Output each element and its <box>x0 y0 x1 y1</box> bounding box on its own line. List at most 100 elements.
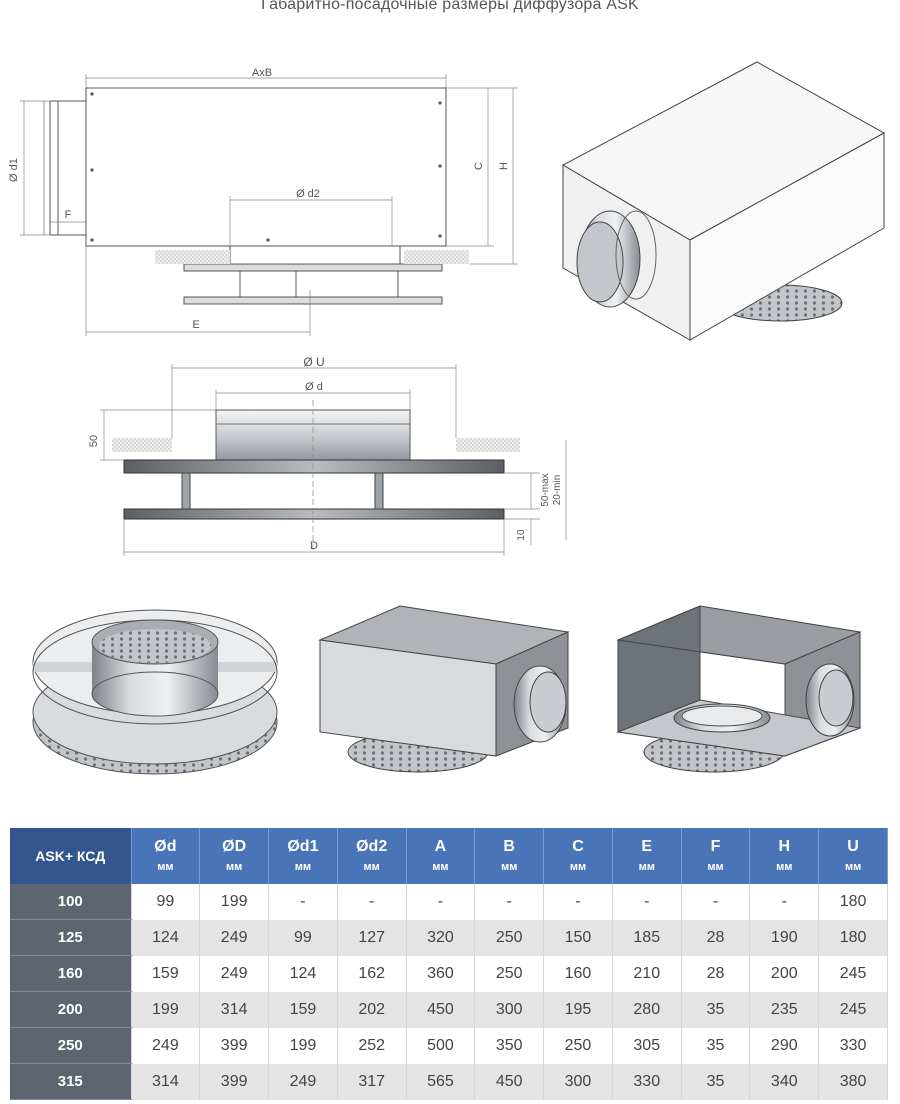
dim-axb: AxB <box>252 67 272 79</box>
table-cell: 160 <box>543 955 613 992</box>
table-cell: 340 <box>749 1063 820 1100</box>
dim-gap-min: 20-min <box>552 475 563 506</box>
table-cell: 180 <box>818 884 888 920</box>
table-cell: 314 <box>131 1063 201 1100</box>
table-cell: 199 <box>131 991 201 1028</box>
dim-h: H <box>498 162 510 170</box>
table-cell: 185 <box>612 919 682 956</box>
dim-gap-max: 50-max <box>540 473 551 506</box>
table-corner-header: ASK+ КСД <box>10 828 132 884</box>
table-cell: 500 <box>406 1027 476 1064</box>
table-cell: 35 <box>681 991 751 1028</box>
table-cell: 99 <box>268 919 338 956</box>
dim-50: 50 <box>88 435 100 447</box>
table-cell: 450 <box>406 991 476 1028</box>
dim-d: D <box>310 540 318 552</box>
table-cell: - <box>406 884 476 920</box>
dim-c: C <box>473 162 485 170</box>
table-cell: 159 <box>268 991 338 1028</box>
table-cell: 35 <box>681 1027 751 1064</box>
row-size-cell: 200 <box>10 991 132 1028</box>
page-title: Габаритно-посадочные размеры диффузора A… <box>261 0 639 13</box>
row-size-cell: 250 <box>10 1027 132 1064</box>
table-cell: 127 <box>337 919 407 956</box>
table-cell: - <box>474 884 545 920</box>
table-cell: 245 <box>818 991 888 1028</box>
round-diffuser-render <box>32 609 278 775</box>
dim-e: E <box>192 319 199 331</box>
table-cell: - <box>543 884 613 920</box>
table-cell: 202 <box>337 991 407 1028</box>
table-cell: 450 <box>474 1063 545 1100</box>
table-cell: - <box>337 884 407 920</box>
table-cell: 330 <box>818 1027 888 1064</box>
table-cell: 317 <box>337 1063 407 1100</box>
table-cell: 320 <box>406 919 476 956</box>
table-cell: 300 <box>543 1063 613 1100</box>
table-cell: 199 <box>199 884 270 920</box>
isometric-box-drawing <box>561 61 886 341</box>
table-cell: 150 <box>543 919 613 956</box>
table-cell: - <box>681 884 751 920</box>
side-view-drawing <box>20 74 518 336</box>
table-cell: 280 <box>612 991 682 1028</box>
table-cell: 300 <box>474 991 545 1028</box>
diffuser-section-drawing <box>100 364 567 556</box>
table-cell: 28 <box>681 955 751 992</box>
table-cell: 252 <box>337 1027 407 1064</box>
table-cell: 249 <box>131 1027 201 1064</box>
row-size-cell: 160 <box>10 955 132 992</box>
table-cell: 249 <box>268 1063 338 1100</box>
dim-phi-d1: Ø d1 <box>8 158 20 182</box>
table-cell: 250 <box>543 1027 613 1064</box>
dim-f: F <box>65 209 72 221</box>
table-cell: 245 <box>818 955 888 992</box>
table-cell: 330 <box>612 1063 682 1100</box>
table-cell: 399 <box>199 1063 270 1100</box>
table-cell: 380 <box>818 1063 888 1100</box>
table-cell: 162 <box>337 955 407 992</box>
table-cell: 305 <box>612 1027 682 1064</box>
closed-box-render <box>318 605 570 773</box>
table-cell: 35 <box>681 1063 751 1100</box>
table-cell: - <box>268 884 338 920</box>
dim-phi-d2: Ø d2 <box>296 188 320 200</box>
table-cell: 124 <box>268 955 338 992</box>
table-cell: 28 <box>681 919 751 956</box>
table-cell: 290 <box>749 1027 820 1064</box>
table-cell: 124 <box>131 919 201 956</box>
table-cell: 249 <box>199 955 270 992</box>
table-cell: 190 <box>749 919 820 956</box>
row-size-cell: 125 <box>10 919 132 956</box>
table-cell: 235 <box>749 991 820 1028</box>
table-cell: 250 <box>474 955 545 992</box>
table-cell: 195 <box>543 991 613 1028</box>
open-box-render <box>616 605 862 773</box>
table-cell: 565 <box>406 1063 476 1100</box>
table-cell: 399 <box>199 1027 270 1064</box>
row-size-cell: 100 <box>10 884 132 920</box>
dim-phi-u: Ø U <box>303 355 324 369</box>
table-cell: 99 <box>131 884 201 920</box>
technical-drawing: AxB Ø d2 Ø d1 F C H E <box>8 61 886 775</box>
table-cell: - <box>612 884 682 920</box>
table-cell: - <box>749 884 820 920</box>
table-cell: 360 <box>406 955 476 992</box>
table-cell: 314 <box>199 991 270 1028</box>
